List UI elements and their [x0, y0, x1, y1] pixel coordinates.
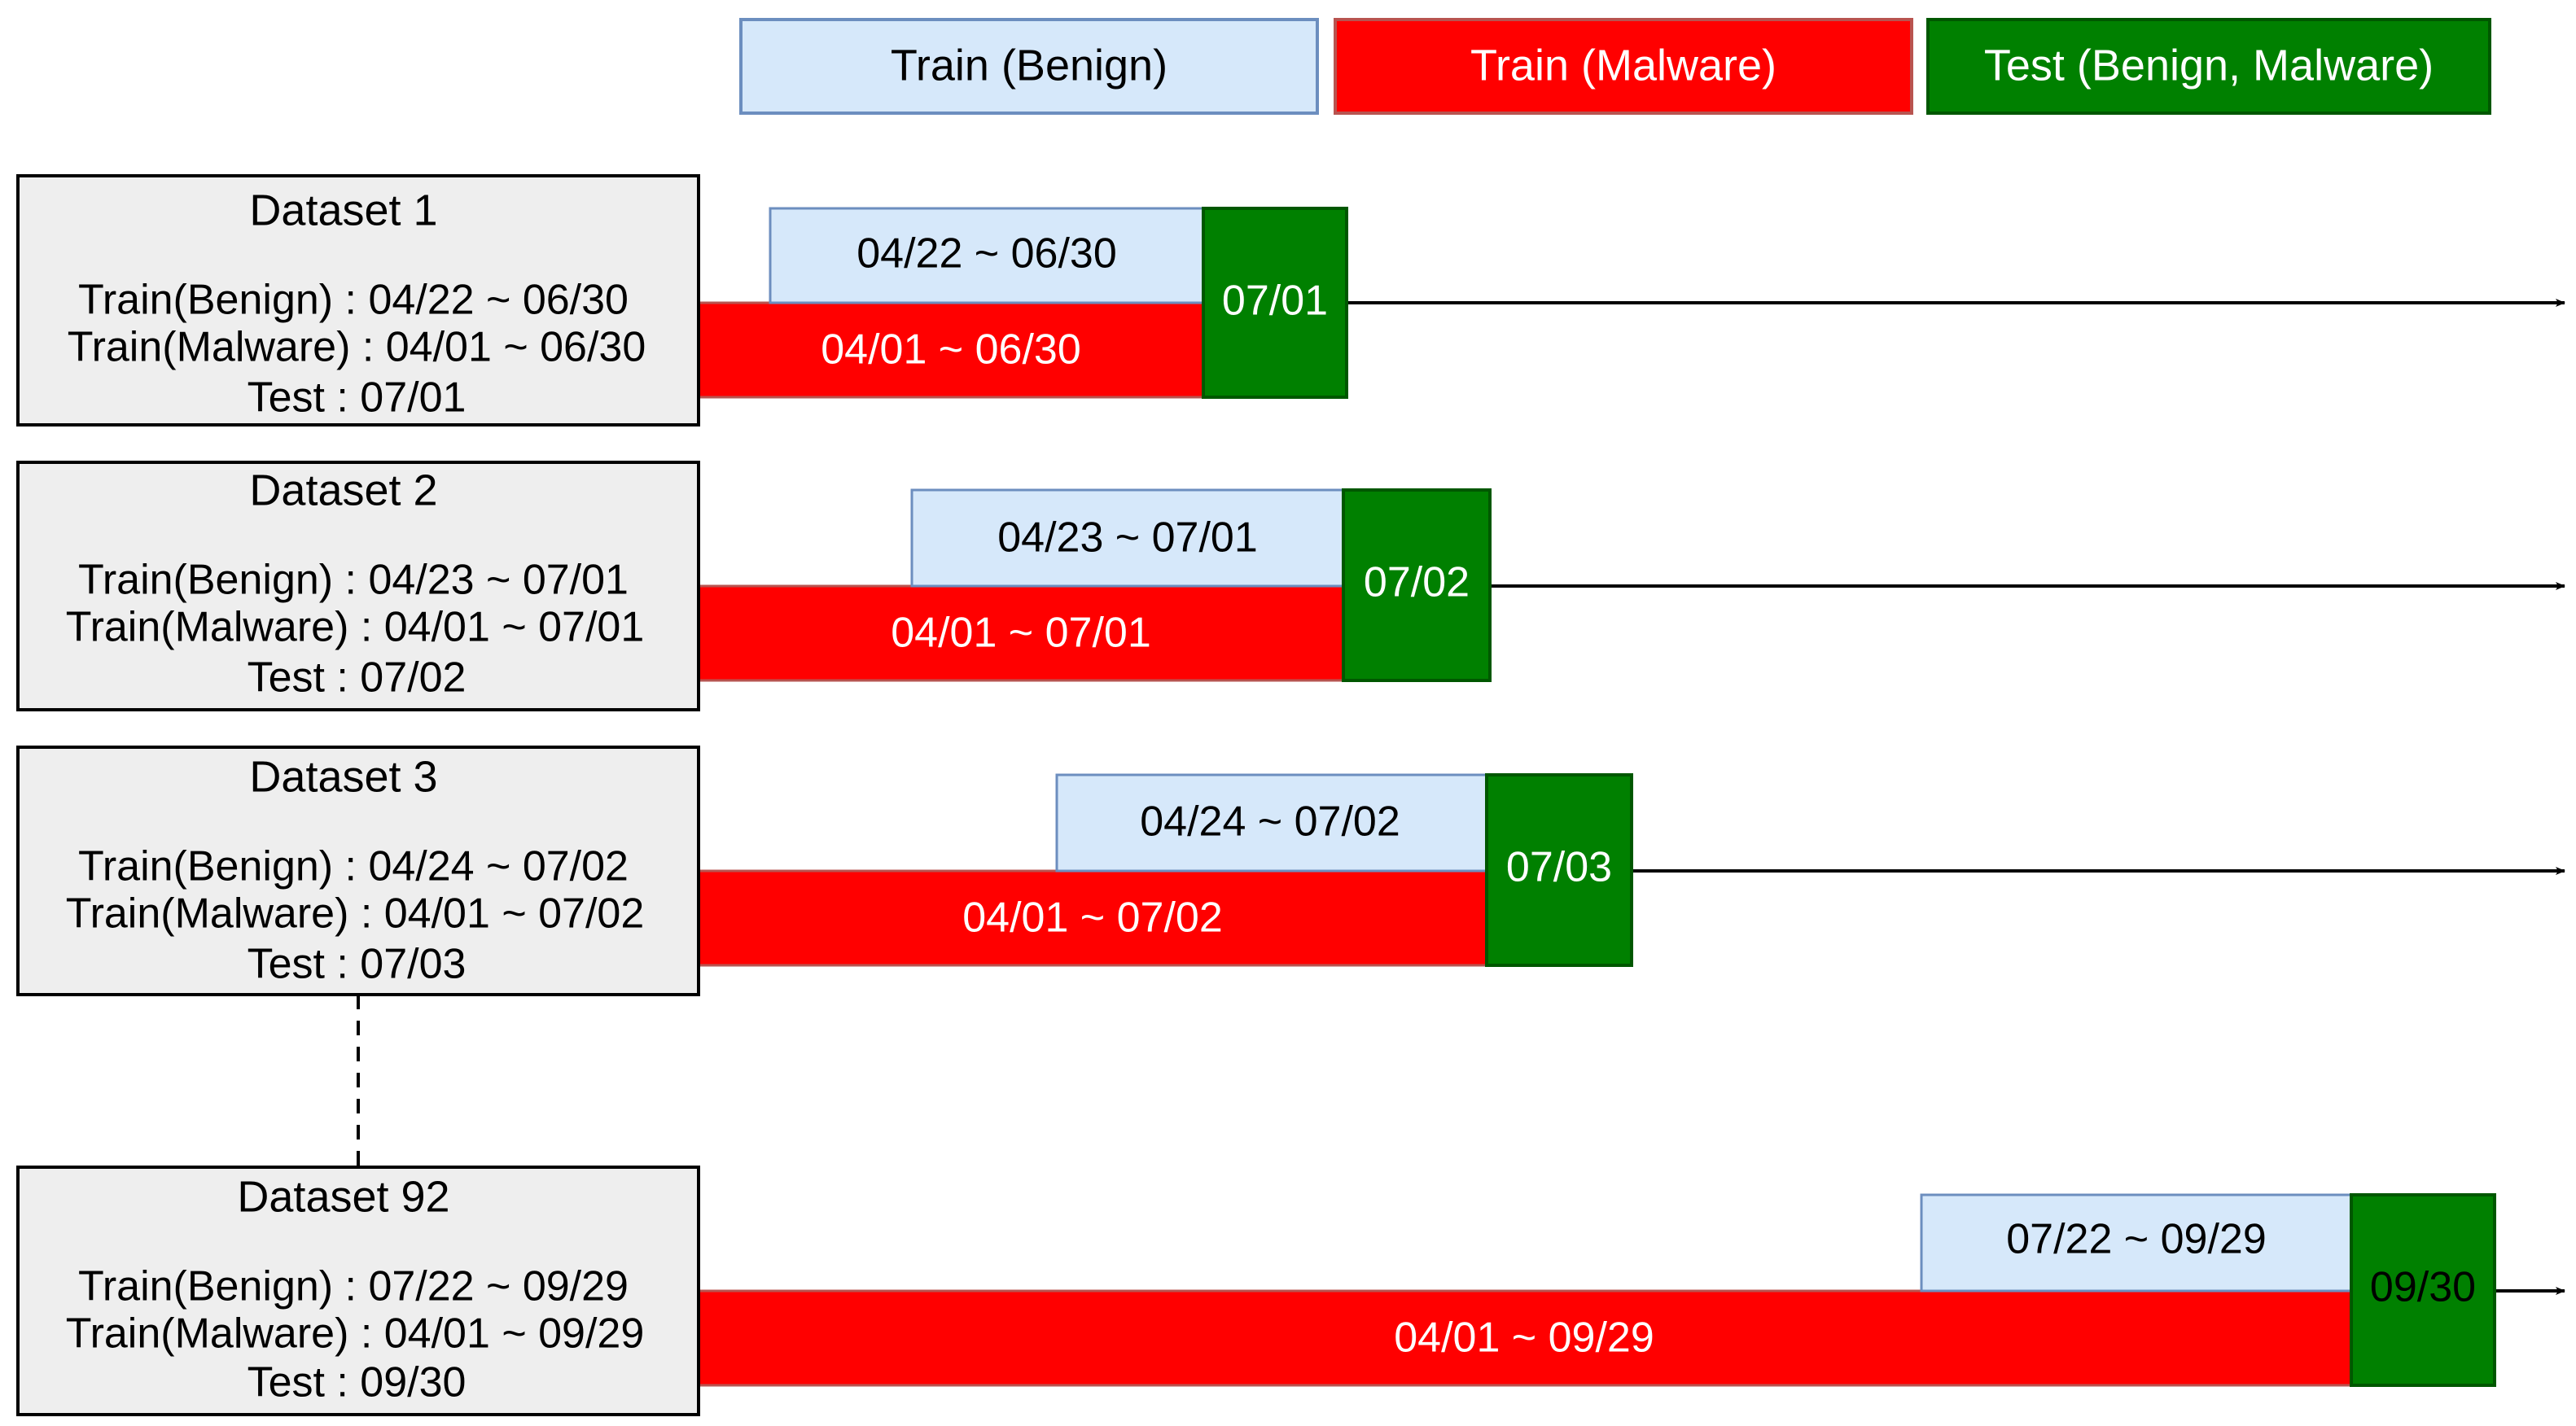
train-benign-period: Train(Benign) : 07/22 ~ 09/29	[78, 1263, 629, 1310]
legend-test: Test (Benign, Malware)	[1926, 18, 2491, 115]
malware-train-range: 04/01 ~ 06/30	[821, 326, 1081, 374]
test-bar	[1202, 207, 1348, 399]
legend-train-benign: Train (Benign)	[739, 18, 1319, 115]
malware-train-range: 04/01 ~ 07/01	[891, 610, 1151, 657]
test-period: Test : 09/30	[248, 1359, 467, 1406]
benign-train-range: 07/22 ~ 09/29	[2006, 1216, 2267, 1263]
dataset-title: Dataset 92	[237, 1172, 449, 1221]
malware-train-range: 04/01 ~ 07/02	[962, 895, 1223, 942]
dataset-row-3: 04/01 ~ 07/02 04/24 ~ 07/02 07/03 Datase…	[16, 746, 2565, 996]
test-bar	[2350, 1193, 2496, 1387]
dataset-row-92: 04/01 ~ 09/29 07/22 ~ 09/29 09/30 Datase…	[16, 1166, 2565, 1416]
legend-train-benign-swatch	[739, 18, 1319, 115]
test-period: Test : 07/02	[248, 654, 467, 702]
legend-train-benign-label: Train (Benign)	[891, 41, 1168, 90]
test-bar	[1342, 488, 1492, 682]
test-bar	[1485, 773, 1633, 967]
train-benign-period: Train(Benign) : 04/23 ~ 07/01	[78, 557, 629, 604]
train-malware-period: Train(Malware) : 04/01 ~ 07/02	[66, 890, 645, 938]
train-malware-period: Train(Malware) : 04/01 ~ 07/01	[66, 604, 645, 651]
malware-train-bar	[697, 1289, 2353, 1387]
malware-train-range: 04/01 ~ 09/29	[1394, 1314, 1654, 1362]
dataset-info-box	[16, 461, 700, 711]
dataset-title: Dataset 2	[249, 466, 437, 514]
dataset-row-1: 04/01 ~ 06/30 04/22 ~ 06/30 07/01 Datase…	[16, 174, 2565, 426]
train-malware-period: Train(Malware) : 04/01 ~ 06/30	[68, 324, 646, 371]
dataset-info-box	[16, 746, 700, 996]
train-malware-period: Train(Malware) : 04/01 ~ 09/29	[66, 1310, 645, 1358]
legend-test-label: Test (Benign, Malware)	[1984, 41, 2434, 90]
train-benign-period: Train(Benign) : 04/22 ~ 06/30	[78, 277, 629, 324]
benign-train-bar	[1055, 773, 1488, 873]
benign-train-range: 04/23 ~ 07/01	[997, 514, 1258, 562]
test-date: 07/02	[1364, 559, 1470, 606]
malware-train-bar	[697, 869, 1488, 967]
legend-train-malware: Train (Malware)	[1334, 18, 1913, 115]
test-period: Test : 07/01	[248, 374, 467, 422]
dataset-info-box	[16, 174, 700, 426]
legend-test-swatch	[1926, 18, 2491, 115]
dataset-info-box	[16, 1166, 700, 1416]
test-date: 07/03	[1506, 844, 1612, 891]
benign-train-bar	[910, 488, 1345, 588]
legend: Train (Benign) Train (Malware) Test (Ben…	[739, 18, 2491, 115]
dataset-row-2: 04/01 ~ 07/01 04/23 ~ 07/01 07/02 Datase…	[16, 461, 2565, 711]
benign-train-range: 04/24 ~ 07/02	[1140, 798, 1400, 846]
benign-train-bar	[1920, 1193, 2353, 1293]
test-period: Test : 07/03	[248, 941, 467, 988]
dataset-title: Dataset 1	[249, 186, 437, 234]
test-date: 09/30	[2370, 1264, 2476, 1311]
test-date: 07/01	[1222, 278, 1328, 325]
benign-train-range: 04/22 ~ 06/30	[856, 230, 1117, 278]
legend-train-malware-label: Train (Malware)	[1470, 41, 1776, 90]
malware-train-bar	[697, 584, 1345, 682]
legend-train-malware-swatch	[1334, 18, 1913, 115]
dataset-title: Dataset 3	[249, 752, 437, 801]
train-benign-period: Train(Benign) : 04/24 ~ 07/02	[78, 843, 629, 890]
